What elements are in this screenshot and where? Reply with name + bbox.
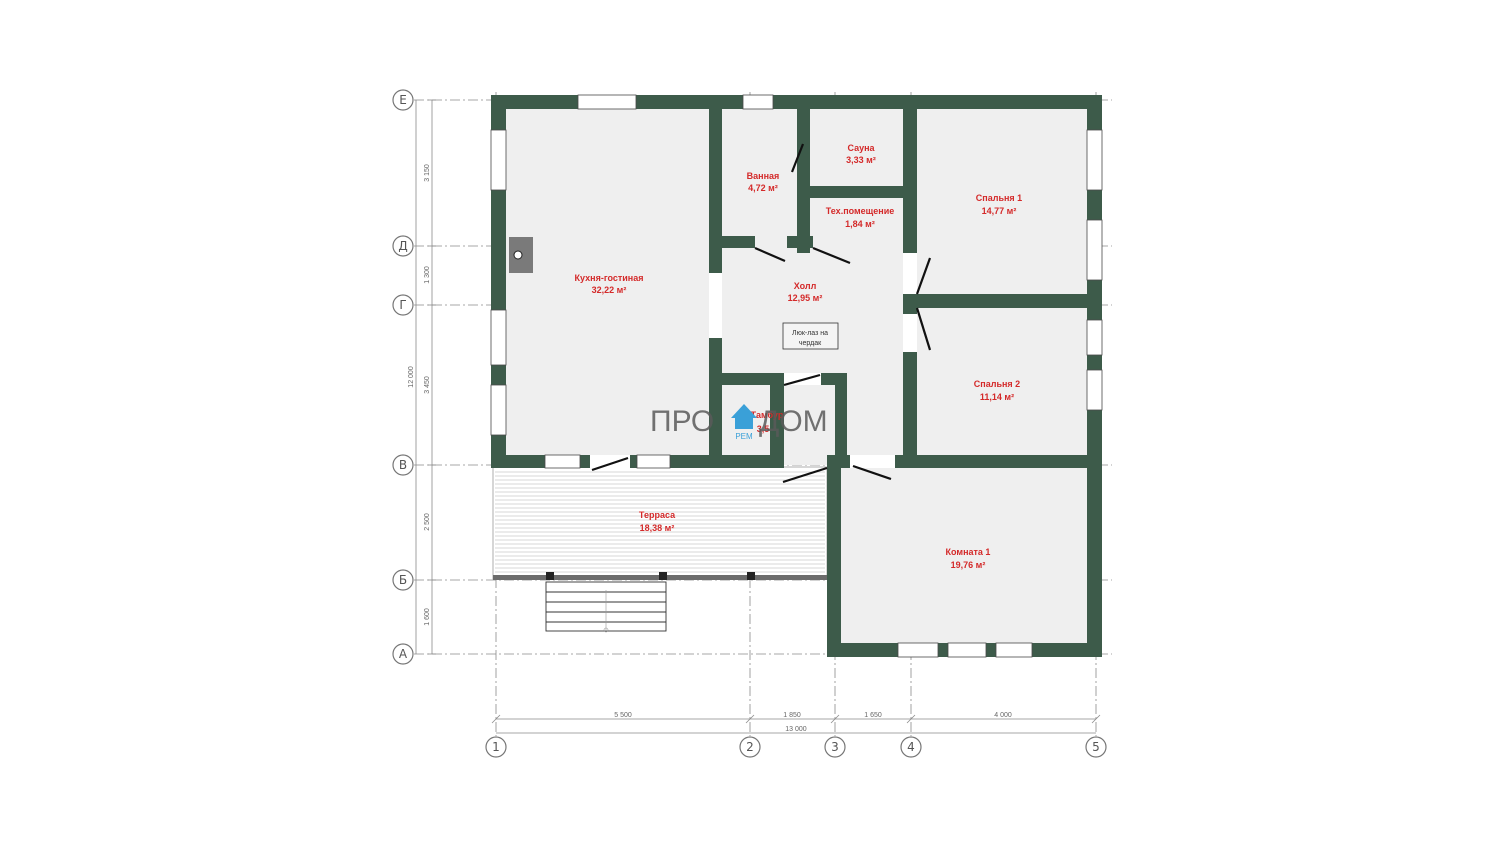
stove-icon [509,237,533,273]
attic-hatch-label-1: Люк-лаз на [792,330,828,337]
attic-hatch: Люк-лаз на чердак [782,322,839,350]
room-name-tech-room: Тех.помещение [826,206,895,216]
axis-label-d: Д [398,239,407,253]
logo-text-left: ПРО [650,405,714,438]
dim-left-total: 12 000 [408,366,415,388]
door-gaps [590,253,917,468]
axis-markers-numbers: 1 2 3 4 5 [485,736,1107,758]
dim-bottom-2: 1 850 [783,712,801,719]
room-name-terrace: Терраса [639,510,676,520]
room-name-sauna: Сауна [847,143,875,153]
dim-left-1: 3 150 [424,164,431,182]
attic-hatch-label-2: чердак [799,340,822,347]
doors [591,143,932,484]
axis-label-e: Е [399,93,407,107]
room-name-kitchen: Кухня-гостиная [575,273,644,283]
windows [490,94,1103,658]
dim-left-5: 1 600 [424,608,431,626]
axis-markers-letters: Е Д Г В Б А [392,89,414,665]
room-area-bedroom-2: 11,14 м² [980,392,1014,402]
room-area-bedroom-1: 14,77 м² [982,206,1017,216]
dimension-left: 3 150 1 300 3 450 2 500 1 600 12 000 [408,99,436,655]
room-name-room-1: Комната 1 [946,547,991,557]
room-area-sauna: 3,33 м² [846,155,876,165]
dim-left-4: 2 500 [424,513,431,531]
dim-left-3: 3 450 [424,376,431,394]
dimension-bottom: 5 500 1 850 1 650 4 000 13 000 [491,712,1101,734]
terrace-deck [492,466,828,580]
dim-left-2: 1 300 [424,266,431,284]
dim-bottom-1: 5 500 [614,712,632,719]
room-name-bathroom: Ванная [747,171,780,181]
house-icon [731,404,757,429]
room-labels: Кухня-гостиная 32,22 м² Ванная 4,72 м² С… [575,143,1023,570]
room-name-bedroom-1: Спальня 1 [976,193,1022,203]
floor-areas [491,96,1101,655]
axis-label-v: В [399,458,407,472]
axis-label-b: Б [399,573,407,587]
dim-bottom-3: 1 650 [864,712,882,719]
room-area-hall: 12,95 м² [788,293,823,303]
room-area-bathroom: 4,72 м² [748,183,778,193]
room-name-bedroom-2: Спальня 2 [974,379,1020,389]
axis-label-a: А [399,647,408,661]
axis-label-4: 4 [907,740,915,754]
dim-bottom-4: 4 000 [994,712,1012,719]
axis-label-3: 3 [831,740,839,754]
room-area-vestibule: 3,5 [757,424,770,434]
room-name-hall: Холл [794,281,817,291]
axis-label-5: 5 [1092,740,1100,754]
axis-label-2: 2 [746,740,754,754]
logo-text-right: ДОМ [759,405,828,438]
room-area-kitchen: 32,22 м² [592,285,627,295]
room-area-tech-room: 1,84 м² [845,219,875,229]
logo-text-sub: РЕМ [735,432,753,441]
room-area-terrace: 18,38 м² [640,523,675,533]
watermark-logo: ПРО РЕМ ДОМ [650,404,828,441]
entrance-stairs [545,581,667,633]
dim-bottom-total: 13 000 [785,726,807,733]
room-area-room-1: 19,76 м² [951,560,986,570]
axis-label-g: Г [399,298,406,312]
axis-label-1: 1 [492,740,500,754]
room-name-vestibule: Тамбур [751,410,784,420]
